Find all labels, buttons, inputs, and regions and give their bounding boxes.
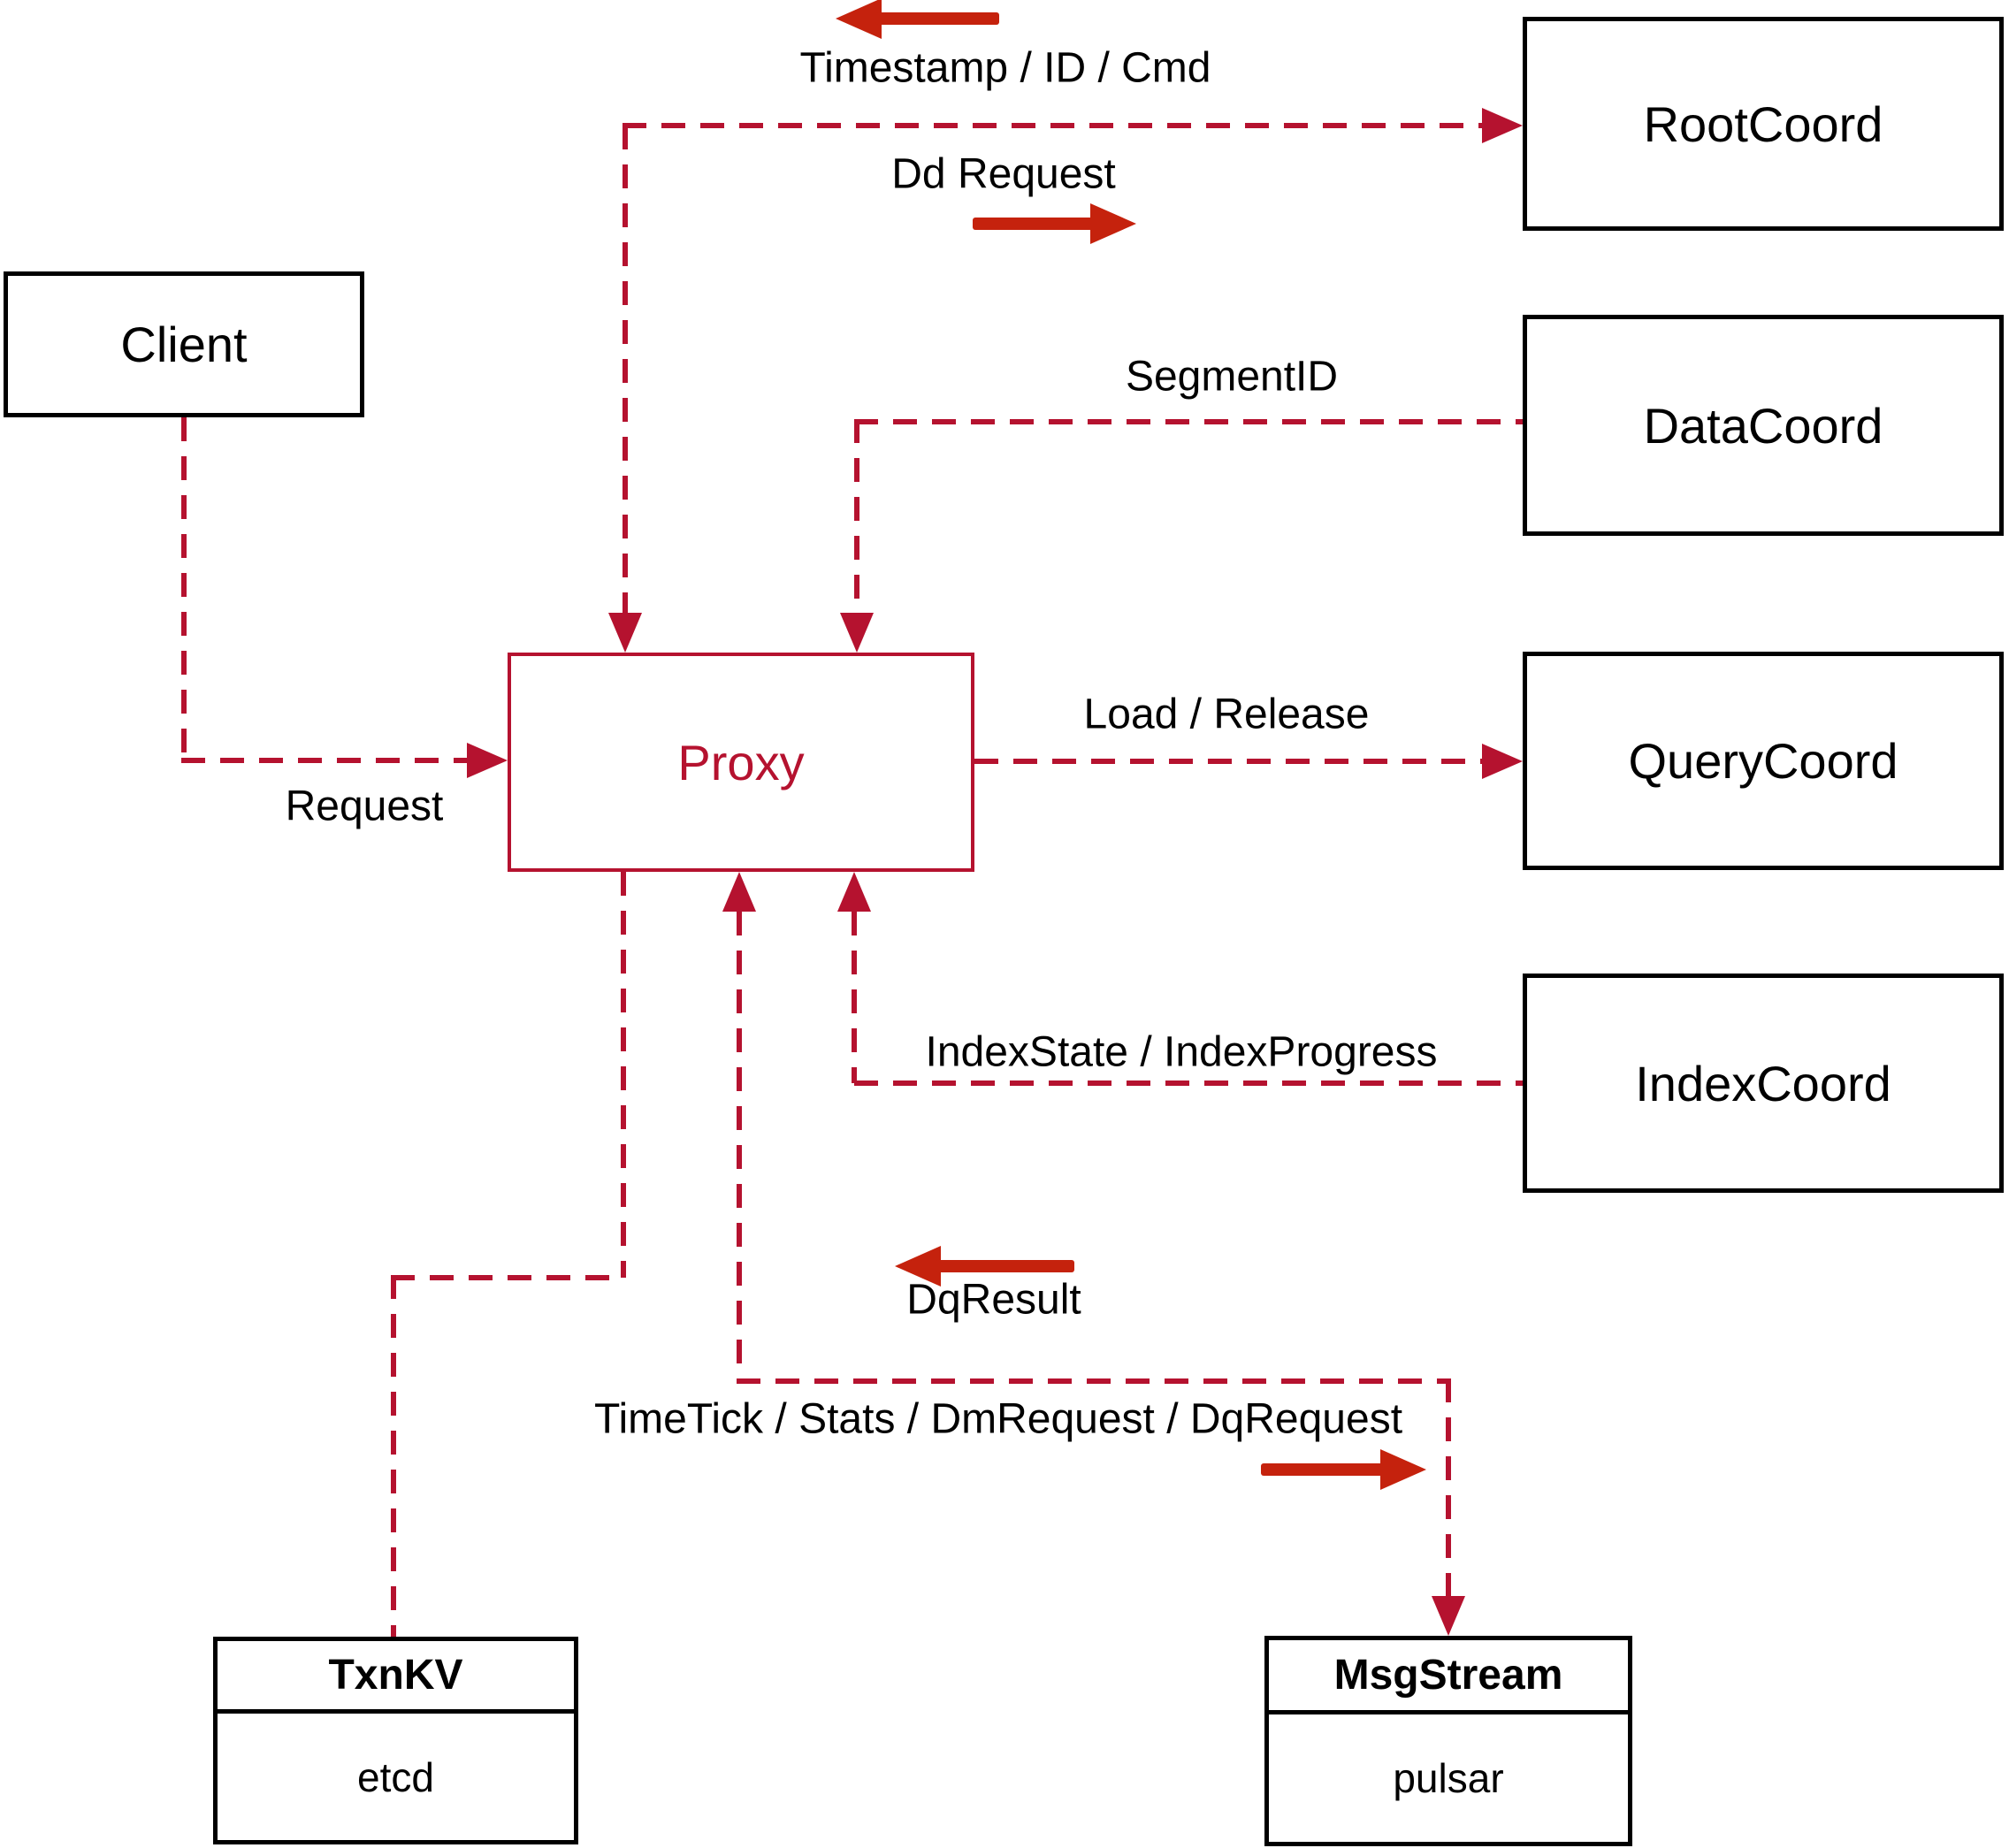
edge-client-proxy-vertical [181, 417, 187, 760]
edge-label-index-state-progress: IndexState / IndexProgress [925, 1028, 1438, 1076]
node-datacoord-label: DataCoord [1643, 397, 1883, 454]
edge-label-timetick-stats: TimeTick / Stats / DmRequest / DqRequest [593, 1395, 1403, 1443]
flow-left-arrow-icon-dq [895, 1246, 941, 1287]
edge-proxy-txnkv-horizontal [391, 1275, 623, 1280]
node-indexcoord: IndexCoord [1523, 974, 2004, 1193]
edge-label-timestamp-id-cmd: Timestamp / ID / Cmd [799, 44, 1211, 92]
edge-datacoord-proxy-vertical [854, 419, 859, 614]
edge-proxy-msgstream-horizontal [737, 1378, 1451, 1384]
edge-label-segment-id: SegmentID [1125, 353, 1339, 401]
node-proxy: Proxy [508, 653, 974, 872]
node-txnkv-title: TxnKV [218, 1641, 574, 1714]
node-txnkv-impl: etcd [357, 1753, 434, 1800]
edge-rootcoord-proxy-horizontal [623, 123, 1483, 128]
arrowhead-into-rootcoord [1482, 108, 1523, 143]
node-msgstream-title: MsgStream [1269, 1640, 1628, 1714]
node-msgstream-impl: pulsar [1393, 1755, 1504, 1801]
flow-left-arrow-icon-top [836, 0, 882, 39]
flow-left-arrow-shaft-top [875, 12, 999, 25]
node-msgstream: MsgStream pulsar [1264, 1636, 1632, 1846]
edge-label-dd-request: Dd Request [891, 150, 1116, 198]
flow-left-arrow-shaft-dq [935, 1260, 1074, 1272]
edge-proxy-msgstream-vertical-1 [737, 912, 742, 1381]
flow-right-arrow-shaft-dd [973, 218, 1096, 230]
edge-datacoord-proxy-horizontal [854, 419, 1523, 424]
edge-indexcoord-proxy-horizontal [854, 1081, 1523, 1086]
edge-rootcoord-proxy-vertical [623, 126, 628, 614]
edge-label-dq-result: DqResult [906, 1276, 1081, 1324]
node-proxy-label: Proxy [677, 734, 805, 790]
arrowhead-into-proxy-top-1 [608, 613, 642, 653]
node-txnkv: TxnKV etcd [213, 1637, 578, 1844]
node-rootcoord: RootCoord [1523, 17, 2004, 231]
edge-indexcoord-proxy-vertical [852, 912, 857, 1083]
edge-label-request: Request [285, 783, 444, 830]
arrowhead-into-msgstream [1432, 1596, 1465, 1636]
edge-client-proxy-horizontal [181, 758, 467, 763]
node-datacoord: DataCoord [1523, 315, 2004, 536]
flow-right-arrow-icon-tt [1380, 1449, 1426, 1490]
arrowhead-into-proxy-bottom-2 [837, 872, 871, 912]
arrowhead-into-querycoord [1482, 744, 1523, 779]
node-indexcoord-label: IndexCoord [1635, 1055, 1891, 1111]
edge-proxy-txnkv-vertical-1 [621, 872, 626, 1278]
node-client: Client [4, 271, 364, 417]
arrowhead-into-proxy-bottom-1 [722, 872, 756, 912]
node-querycoord: QueryCoord [1523, 652, 2004, 870]
arrowhead-into-proxy-top-2 [840, 613, 874, 653]
arrowhead-into-proxy-left [467, 743, 508, 778]
flow-right-arrow-shaft-tt [1261, 1463, 1385, 1476]
edge-label-load-release: Load / Release [1083, 691, 1370, 738]
edge-proxy-msgstream-vertical-2 [1446, 1378, 1451, 1597]
node-rootcoord-label: RootCoord [1643, 95, 1883, 152]
edge-proxy-querycoord-horizontal [974, 759, 1482, 764]
node-querycoord-label: QueryCoord [1628, 733, 1898, 789]
node-client-label: Client [120, 317, 248, 372]
edge-proxy-txnkv-vertical-2 [391, 1275, 396, 1637]
flow-right-arrow-icon-dd [1090, 203, 1136, 244]
